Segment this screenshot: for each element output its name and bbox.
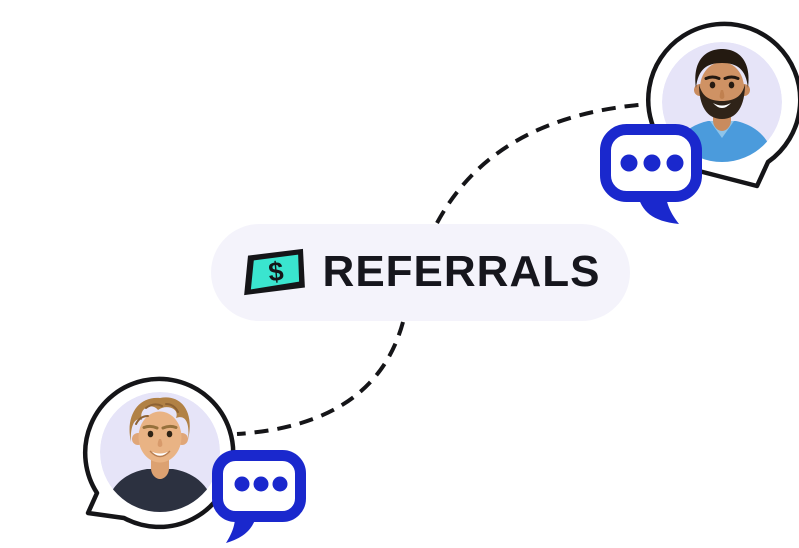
eyebrow — [142, 424, 159, 430]
face — [138, 411, 182, 463]
eye — [728, 81, 735, 89]
chat-dot — [272, 476, 288, 492]
eye — [147, 430, 154, 438]
sweater — [104, 469, 216, 512]
speech-bubble-bottom-left — [82, 376, 306, 543]
eyebrow — [161, 424, 178, 430]
eye — [709, 81, 716, 89]
avatar-bottom-left — [100, 392, 220, 512]
eyebrow — [723, 75, 740, 80]
bill-face — [250, 254, 299, 289]
hair-strands — [135, 403, 179, 425]
smile-line — [149, 450, 171, 458]
eye — [166, 430, 173, 438]
hair — [695, 49, 749, 88]
chat-bubble-icon-top-right — [600, 124, 702, 224]
speech-bubble-top-right — [600, 21, 799, 224]
beard — [699, 84, 745, 119]
smile — [713, 103, 731, 108]
chat-dot — [666, 154, 684, 172]
chat-dot — [253, 476, 269, 492]
chat-dot — [643, 154, 661, 172]
referrals-badge: $ REFERRALS — [211, 224, 630, 321]
nose — [157, 439, 163, 447]
dashed-connector-bottom — [236, 321, 405, 436]
chat-icon-tail — [226, 517, 256, 543]
eyebrow — [704, 75, 721, 80]
chat-bubble-icon-bottom-left — [212, 450, 306, 543]
referrals-label: REFERRALS — [322, 246, 601, 296]
dollar-bill-icon: $ — [243, 248, 305, 295]
dollar-sign: $ — [267, 256, 285, 287]
chat-dot — [620, 154, 638, 172]
nose — [719, 90, 725, 99]
dashed-connector-top — [435, 102, 651, 224]
chat-dot — [234, 476, 250, 492]
